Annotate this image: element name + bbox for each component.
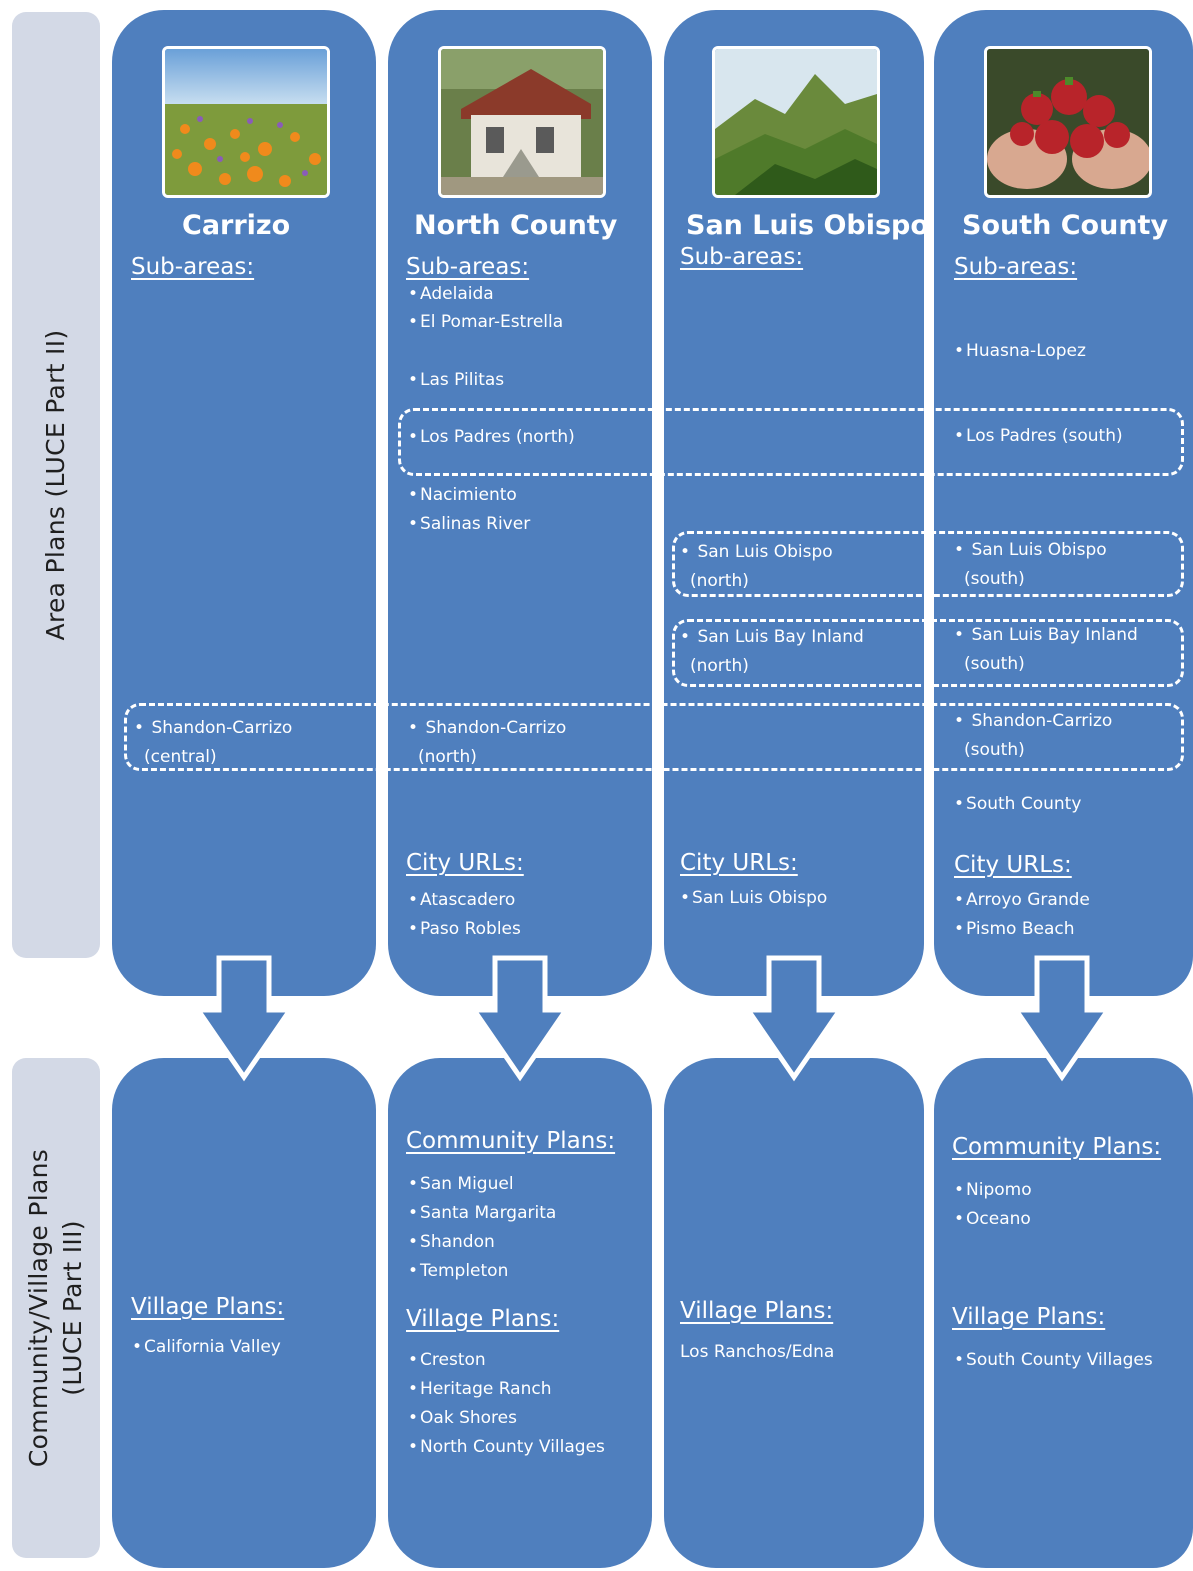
list-item[interactable]: Los Ranchos/Edna bbox=[680, 1342, 835, 1362]
down-arrow-icon bbox=[744, 955, 844, 1082]
south-county-community-panel: Community Plans: Nipomo Oceano Village P… bbox=[934, 1058, 1193, 1568]
down-arrow-icon bbox=[1012, 955, 1112, 1082]
village-plans-heading: Village Plans: bbox=[680, 1298, 834, 1324]
list-item: Las Pilitas bbox=[408, 366, 504, 395]
san-luis-bay-inland-group-box bbox=[672, 619, 1184, 687]
down-arrow-icon bbox=[194, 955, 294, 1082]
list-item[interactable]: Pismo Beach bbox=[954, 915, 1074, 944]
community-plans-heading: Community Plans: bbox=[406, 1128, 616, 1154]
south-county-area-panel: South County Sub-areas: Huasna-Lopez Los… bbox=[934, 10, 1193, 996]
community-plans-label-line2: (LUCE Part III) bbox=[58, 1220, 87, 1396]
list-item: Adelaida bbox=[408, 280, 494, 309]
list-item: San Luis Obispo(south) bbox=[954, 536, 1107, 594]
area-plans-side-panel: Area Plans (LUCE Part II) bbox=[12, 12, 100, 958]
list-item[interactable]: Arroyo Grande bbox=[954, 886, 1090, 915]
list-item[interactable]: North County Villages bbox=[408, 1433, 605, 1462]
north-county-area-panel: North County Sub-areas: Adelaida El Poma… bbox=[388, 10, 652, 996]
list-item: Huasna-Lopez bbox=[954, 337, 1086, 366]
column-title: South County bbox=[962, 210, 1169, 241]
list-item[interactable]: California Valley bbox=[132, 1333, 281, 1362]
los-padres-group-box bbox=[398, 408, 1184, 476]
list-item[interactable]: Creston bbox=[408, 1346, 486, 1375]
village-plans-heading: Village Plans: bbox=[131, 1294, 285, 1320]
wildflower-field-photo bbox=[162, 46, 330, 198]
community-plans-label-line1: Community/Village Plans bbox=[24, 1148, 53, 1468]
sub-areas-heading: Sub-areas: bbox=[954, 254, 1078, 280]
down-arrow-icon bbox=[470, 955, 570, 1082]
historic-building-photo bbox=[438, 46, 606, 198]
list-item: Shandon-Carrizo(south) bbox=[954, 707, 1112, 765]
san-luis-obispo-village-panel: Village Plans: Los Ranchos/Edna bbox=[664, 1058, 924, 1568]
list-item[interactable]: Oak Shores bbox=[408, 1404, 517, 1433]
village-plans-heading: Village Plans: bbox=[952, 1304, 1106, 1330]
carrizo-village-panel: Village Plans: California Valley bbox=[112, 1058, 376, 1568]
column-title: North County bbox=[414, 210, 618, 241]
city-urls-heading: City URLs: bbox=[680, 850, 798, 876]
list-item[interactable]: Oceano bbox=[954, 1205, 1031, 1234]
area-plans-label: Area Plans (LUCE Part II) bbox=[41, 329, 70, 641]
list-item: San Luis Obispo(north) bbox=[680, 538, 833, 596]
list-item[interactable]: Santa Margarita bbox=[408, 1199, 556, 1228]
list-item: El Pomar-Estrella bbox=[408, 308, 563, 337]
sub-areas-heading: Sub-areas: bbox=[131, 254, 255, 280]
list-item: Shandon-Carrizo(north) bbox=[408, 714, 566, 772]
sub-areas-heading: Sub-areas: bbox=[680, 244, 804, 270]
list-item[interactable]: Atascadero bbox=[408, 886, 515, 915]
community-plans-side-panel: Community/Village Plans (LUCE Part III) bbox=[12, 1058, 100, 1558]
list-item[interactable]: Paso Robles bbox=[408, 915, 521, 944]
city-urls-heading: City URLs: bbox=[954, 852, 1072, 878]
list-item[interactable]: Templeton bbox=[408, 1257, 508, 1286]
sub-areas-heading: Sub-areas: bbox=[406, 254, 530, 280]
san-luis-obispo-group-box bbox=[672, 531, 1184, 597]
column-title: San Luis Obispo bbox=[686, 210, 929, 241]
list-item: San Luis Bay Inland(north) bbox=[680, 623, 864, 681]
list-item: Los Padres (south) bbox=[954, 422, 1123, 451]
list-item[interactable]: Nipomo bbox=[954, 1176, 1032, 1205]
community-plans-heading: Community Plans: bbox=[952, 1134, 1162, 1160]
list-item: Salinas River bbox=[408, 510, 530, 539]
list-item[interactable]: San Luis Obispo bbox=[680, 884, 827, 913]
carrizo-area-panel: Carrizo Sub-areas: Shandon-Carrizo(centr… bbox=[112, 10, 376, 996]
city-urls-heading: City URLs: bbox=[406, 850, 524, 876]
list-item: South County bbox=[954, 790, 1081, 819]
list-item: Nacimiento bbox=[408, 481, 517, 510]
list-item[interactable]: South County Villages bbox=[954, 1346, 1153, 1375]
list-item[interactable]: Heritage Ranch bbox=[408, 1375, 551, 1404]
list-item[interactable]: San Miguel bbox=[408, 1170, 514, 1199]
community-plans-label: Community/Village Plans (LUCE Part III) bbox=[22, 1149, 90, 1467]
shandon-carrizo-group-box bbox=[124, 703, 1184, 771]
list-item: Los Padres (north) bbox=[408, 423, 575, 452]
green-mountains-photo bbox=[712, 46, 880, 198]
san-luis-obispo-area-panel: San Luis Obispo Sub-areas: San Luis Obis… bbox=[664, 10, 929, 996]
list-item: Shandon-Carrizo(central) bbox=[134, 714, 292, 772]
column-title: Carrizo bbox=[182, 210, 291, 241]
list-item: San Luis Bay Inland(south) bbox=[954, 621, 1138, 679]
village-plans-heading: Village Plans: bbox=[406, 1306, 560, 1332]
north-county-community-panel: Community Plans: San Miguel Santa Margar… bbox=[388, 1058, 652, 1568]
strawberries-photo bbox=[984, 46, 1152, 198]
list-item[interactable]: Shandon bbox=[408, 1228, 495, 1257]
